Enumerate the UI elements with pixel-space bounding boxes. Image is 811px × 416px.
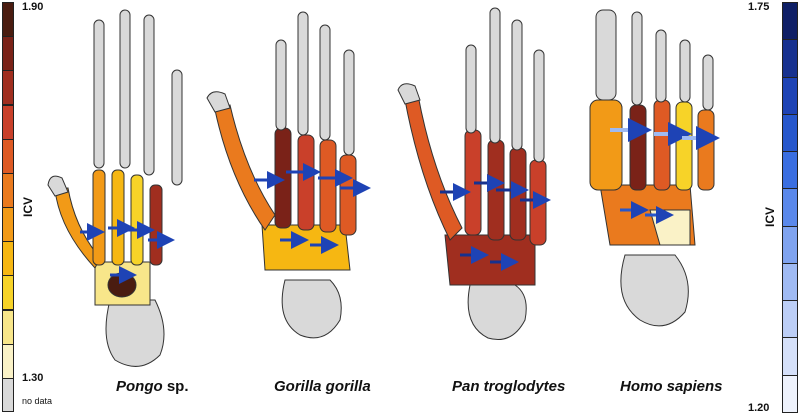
left-color-scale <box>2 2 14 412</box>
species-label-homo: Homo sapiens <box>620 378 723 395</box>
left-scale-nodata-label: no data <box>22 396 53 406</box>
gorilla-metatarsal <box>339 154 357 236</box>
pan-hallux <box>404 94 463 241</box>
species-label-pongo: Pongo sp. <box>116 378 189 395</box>
pongo-metatarsal <box>111 169 125 266</box>
scale-swatch <box>782 374 798 413</box>
homo-metatarsal <box>653 99 671 191</box>
gorilla-calcaneus <box>281 279 342 339</box>
gorilla-metatarsal <box>319 139 337 233</box>
pan-tarsal <box>444 234 536 286</box>
homo-foot <box>589 9 715 327</box>
homo-arrows <box>610 118 720 150</box>
right-color-scale <box>782 2 798 413</box>
species-label-pan: Pan troglodytes <box>452 378 566 395</box>
pongo-calcaneus <box>105 299 165 367</box>
pan-foot <box>397 7 547 340</box>
pan-calcaneus <box>467 284 527 340</box>
gorilla-metatarsal <box>297 134 315 231</box>
gorilla-arrows <box>254 163 371 254</box>
pan-arrows <box>440 174 551 271</box>
homo-calcaneus <box>620 254 689 327</box>
pongo-foot <box>47 9 183 367</box>
pan-metatarsal <box>529 159 547 246</box>
left-scale-max-label: 1.90 <box>22 1 44 13</box>
species-name-pongo: Pongo <box>116 378 163 395</box>
left-scale-min-label: 1.30 <box>22 372 44 384</box>
homo-metatarsal <box>675 101 693 191</box>
gorilla-tarsal <box>261 224 351 271</box>
gorilla-foot <box>206 11 357 339</box>
homo-metatarsal <box>589 99 623 191</box>
gorilla-hallux <box>214 104 276 231</box>
species-suffix-pongo: sp. <box>162 378 189 395</box>
homo-metatarsal <box>697 109 715 191</box>
species-label-gorilla: Gorilla gorilla <box>274 378 371 395</box>
right-scale-min-label: 1.20 <box>748 402 770 414</box>
gorilla-metatarsal <box>274 127 292 229</box>
pongo-arrows <box>80 219 175 284</box>
pan-metatarsal <box>509 147 527 241</box>
pongo-metatarsal <box>149 184 163 266</box>
pongo-metatarsal <box>130 174 144 266</box>
pongo-metatarsal <box>92 169 106 266</box>
homo-tarsal-arrows <box>620 201 674 224</box>
right-scale-max-label: 1.75 <box>748 1 770 13</box>
scale-swatch-nodata <box>2 377 14 412</box>
homo-metatarsal <box>629 104 647 191</box>
